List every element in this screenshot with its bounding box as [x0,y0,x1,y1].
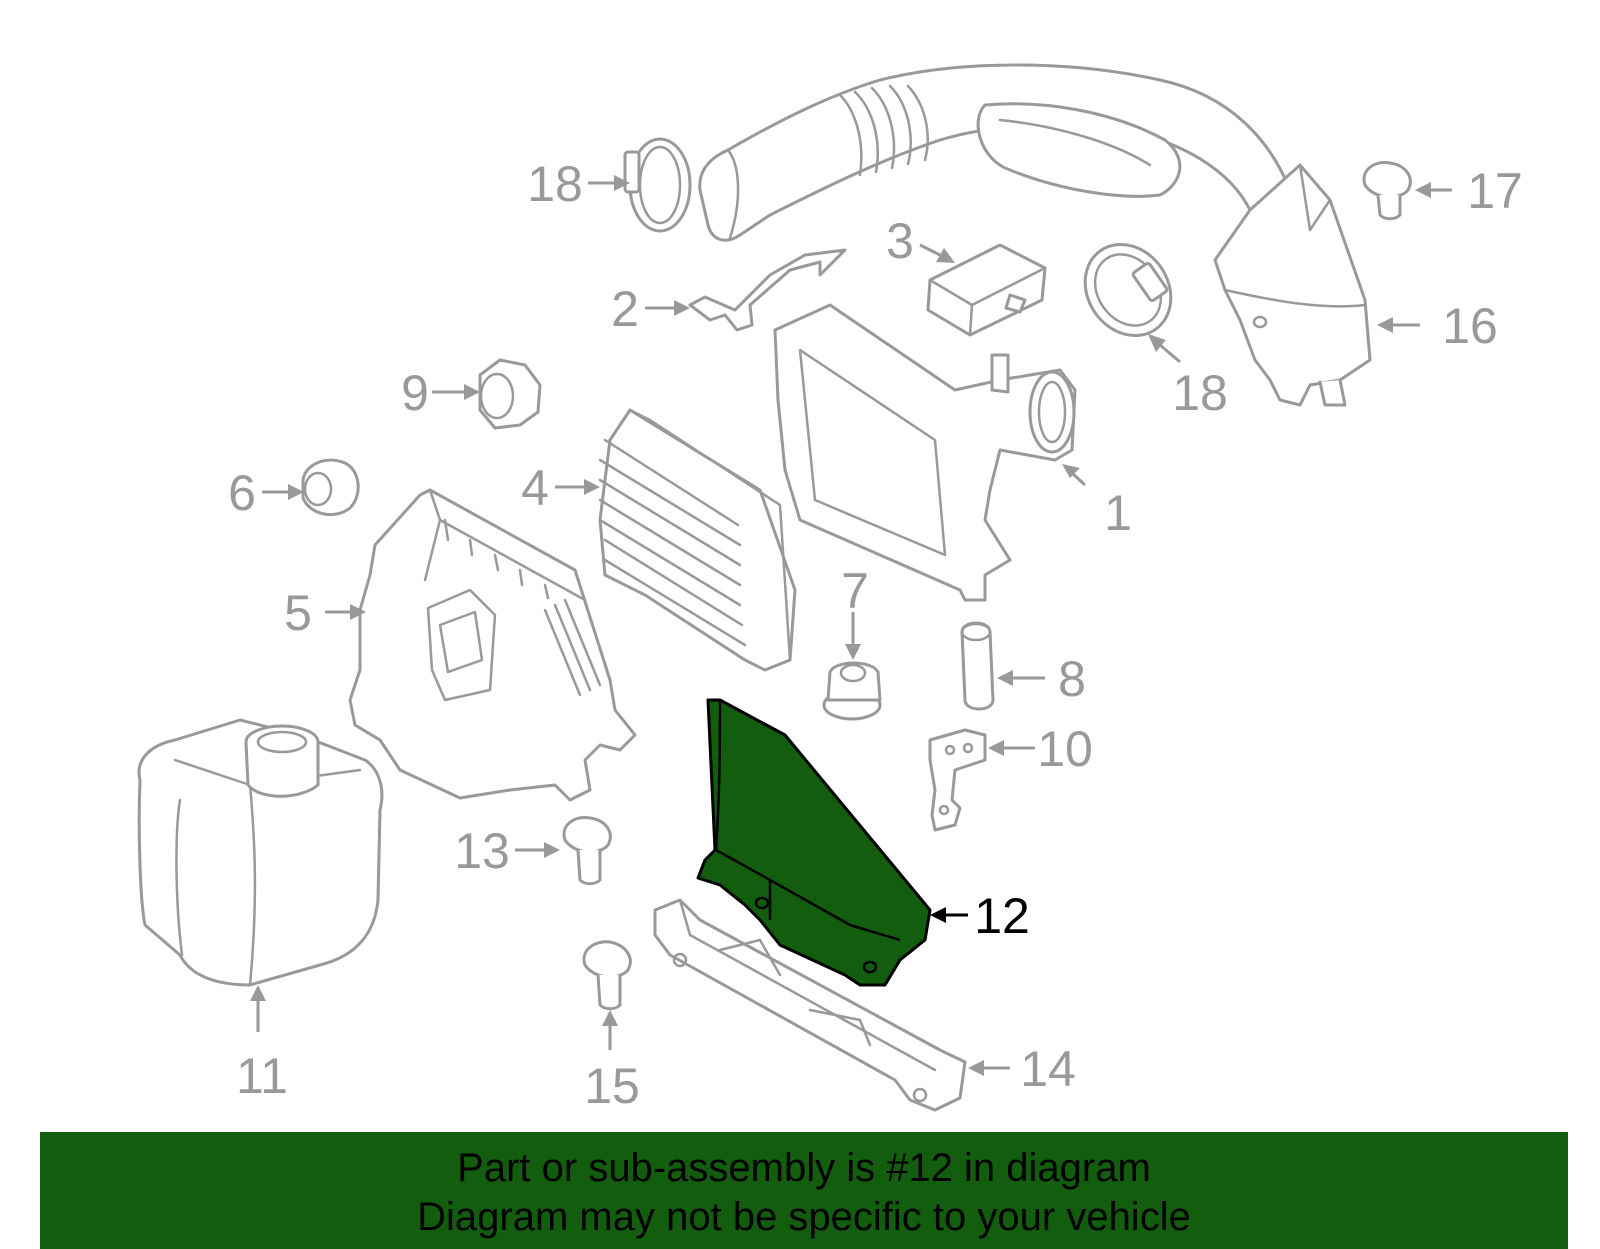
resonator-part-16 [1213,163,1372,407]
svg-text:5: 5 [284,585,312,641]
sensor-module-part-3 [926,243,1047,337]
callout-4: 4 [521,460,600,516]
svg-text:18: 18 [1172,365,1228,421]
callout-16: 16 [1377,298,1498,354]
banner-line-part-number: Part or sub-assembly is #12 in diagram [457,1146,1151,1190]
grommet-part-9 [478,358,542,430]
air-filter-part-4 [598,408,797,672]
clip-part-15 [582,940,632,1011]
svg-text:6: 6 [228,465,256,521]
callout-9: 9 [401,365,480,421]
callout-1: 1 [1062,464,1132,541]
svg-text:4: 4 [521,460,549,516]
callout-11: 11 [236,985,288,1104]
parts-diagram: 1 2 3 4 5 6 7 8 9 10 [137,63,1523,1114]
callout-18-lower: 18 [1148,334,1228,421]
callout-14: 14 [968,1041,1076,1097]
resonator-box-part-11 [137,718,384,987]
hose-clamp-part-18-lower [1083,242,1173,338]
callout-3: 3 [886,213,955,269]
air-cleaner-lower-housing-part-5 [348,488,637,802]
bracket-part-2 [688,248,847,332]
callout-17: 17 [1415,163,1523,219]
callout-10: 10 [988,721,1093,777]
svg-text:12: 12 [974,888,1030,944]
callout-13: 13 [454,823,560,879]
callout-8: 8 [997,651,1086,707]
svg-text:14: 14 [1020,1041,1076,1097]
hose-clamp-part-18-upper [623,137,692,233]
bracket-part-10 [928,728,987,832]
callout-15: 15 [584,1010,640,1114]
callout-2: 2 [611,281,690,337]
callout-12: 12 [930,888,1030,944]
svg-text:2: 2 [611,281,639,337]
svg-text:13: 13 [454,823,510,879]
grommet-part-6 [301,458,360,517]
svg-text:17: 17 [1467,163,1523,219]
info-banner: Part or sub-assembly is #12 in diagram D… [40,1132,1568,1249]
svg-text:8: 8 [1058,651,1086,707]
callout-7: 7 [841,563,869,660]
duct-rail-part-14 [653,898,967,1112]
svg-text:10: 10 [1037,721,1093,777]
air-cleaner-upper-housing-part-1 [773,303,1077,602]
banner-line-disclaimer: Diagram may not be specific to your vehi… [417,1195,1191,1239]
svg-text:1: 1 [1104,485,1132,541]
air-intake-duct-part [698,63,1292,242]
clip-part-13 [562,815,612,886]
callout-18-upper: 18 [527,156,630,212]
svg-text:3: 3 [886,213,914,269]
svg-text:15: 15 [584,1058,640,1114]
hose-part-8 [960,621,995,711]
svg-text:16: 16 [1442,298,1498,354]
grommet-part-7 [822,661,882,721]
svg-text:9: 9 [401,365,429,421]
air-guide-duct-part-12 [696,698,932,987]
svg-text:7: 7 [841,563,869,619]
svg-text:18: 18 [527,156,583,212]
clip-part-17 [1362,160,1412,221]
callout-6: 6 [228,465,304,521]
callout-5: 5 [284,585,366,641]
svg-text:11: 11 [236,1048,288,1104]
